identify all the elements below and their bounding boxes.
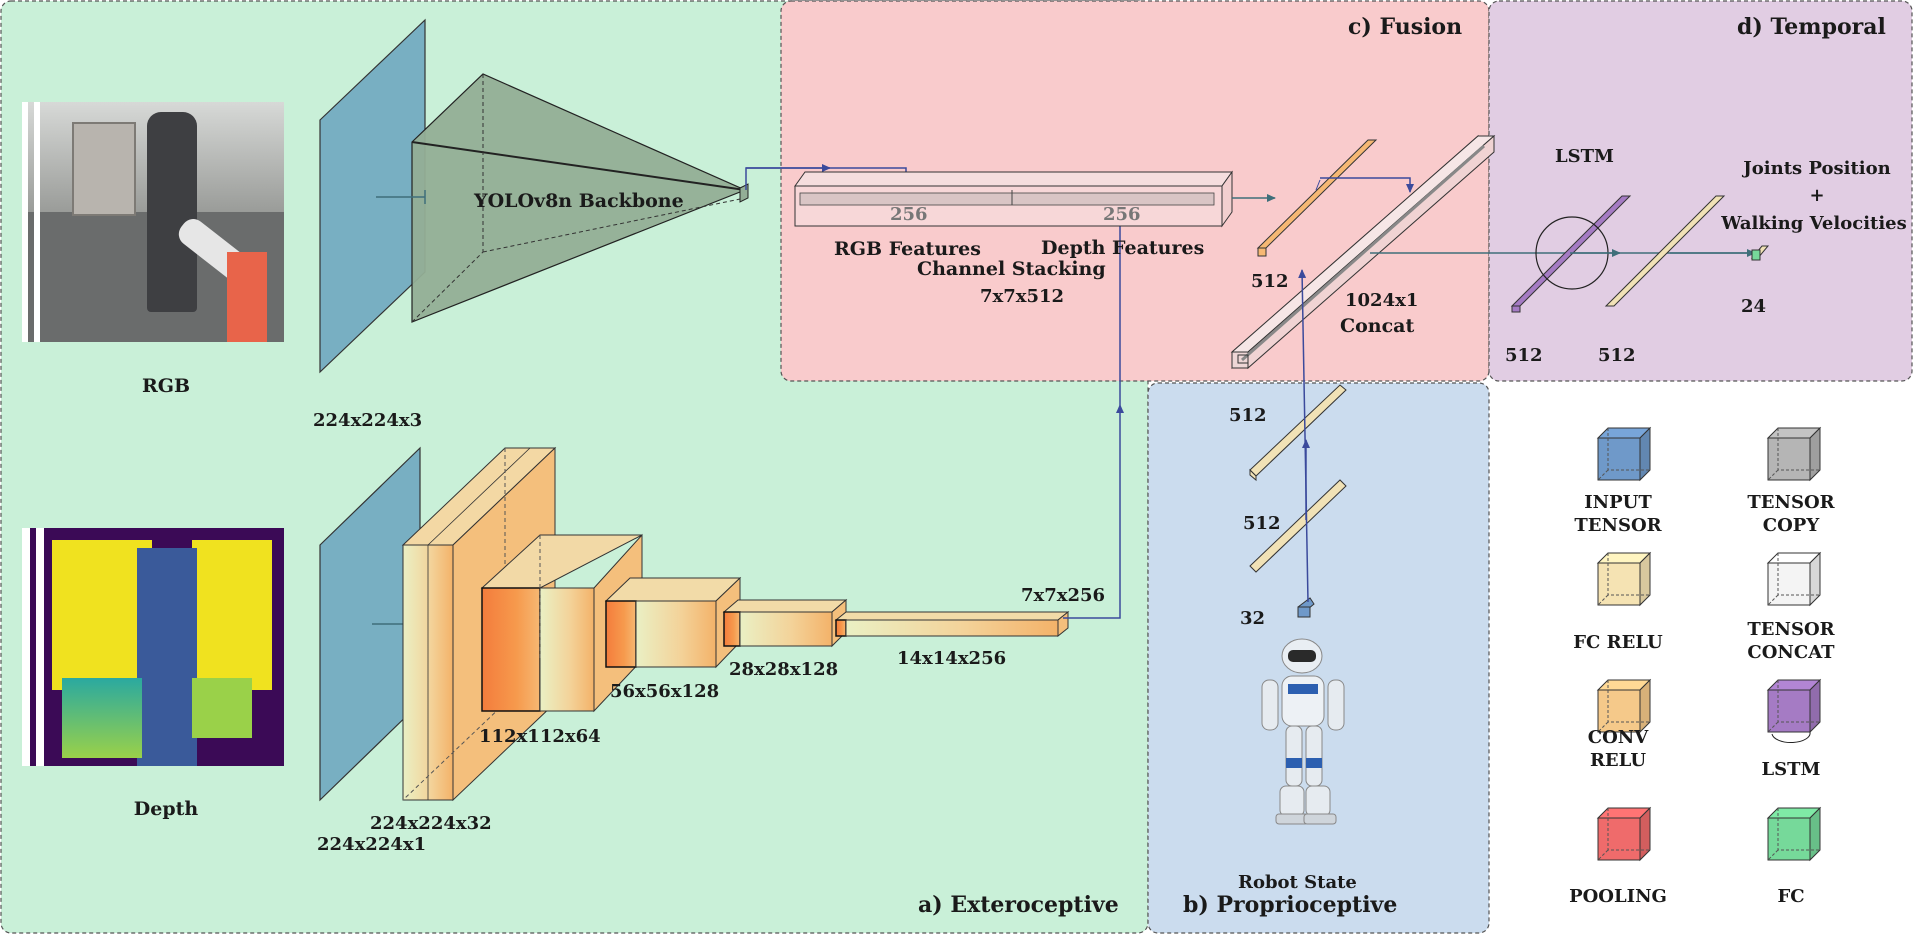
conv-dim-1: 224x224x32: [370, 813, 492, 834]
robot-state-label: Robot State: [1238, 872, 1357, 893]
legend-label-fc: FC: [1777, 886, 1805, 907]
legend-cube-6: [1596, 806, 1652, 862]
lstm-label: LSTM: [1555, 146, 1614, 167]
proprio-input-dim: 32: [1240, 608, 1266, 629]
depth-features-label: Depth Features: [1041, 237, 1205, 259]
legend-cube-7: [1766, 806, 1822, 862]
concat-label: Concat: [1340, 315, 1415, 337]
rgb-input-label: RGB: [141, 375, 191, 397]
depth-input-dim: 224x224x1: [317, 834, 427, 855]
conv-dim-2: 112x112x64: [479, 726, 601, 747]
rgb-input-dim: 224x224x3: [313, 410, 423, 431]
legend-cube-3: [1766, 551, 1822, 607]
conv-dim-5: 14x14x256: [897, 648, 1007, 669]
proprio-to-concat-arrow: [1298, 269, 1309, 603]
rgb-image: [22, 102, 284, 342]
conv-block-28: [722, 598, 848, 648]
depth-output-dim: 7x7x256: [1021, 585, 1106, 606]
legend-cube-0: [1596, 426, 1652, 482]
rgb-features-label: RGB Features: [834, 238, 981, 260]
legend-cube-4: [1596, 678, 1652, 734]
backbone-label: YOLOv8n Backbone: [474, 190, 684, 212]
fusion-fc-dim: 512: [1251, 271, 1289, 292]
output-dim: 24: [1741, 296, 1767, 317]
depth-channels-label: 256: [1103, 204, 1141, 225]
depth-to-fusion-arrow: [1063, 404, 1124, 619]
channel-stacking-dim: 7x7x512: [980, 286, 1065, 307]
section-title-exteroceptive: a) Exteroceptive: [918, 892, 1119, 918]
depth-input-label: Depth: [133, 798, 199, 820]
legend-cube-5: [1766, 678, 1822, 744]
output-label-line2: +: [1809, 185, 1825, 206]
section-title-temporal: d) Temporal: [1737, 14, 1886, 40]
proprio-fc1-dim: 512: [1229, 405, 1267, 426]
conv-block-14: [834, 610, 1070, 638]
output-label-line1: Joints Position: [1743, 158, 1891, 179]
lstm-dim: 512: [1505, 345, 1543, 366]
proprio-fc2: [1249, 479, 1347, 573]
proprio-fc2-dim: 512: [1243, 513, 1281, 534]
temporal-fc: [1604, 195, 1726, 307]
temporal-fc-dim: 512: [1598, 345, 1636, 366]
legend-cubes: [1596, 426, 1822, 862]
robot-image: [1261, 638, 1345, 825]
section-title-proprioceptive: b) Proprioceptive: [1183, 892, 1398, 918]
rgb-channels-label: 256: [890, 204, 928, 225]
legend-label-fc-relu: FC RELU: [1573, 632, 1663, 653]
legend-cube-2: [1596, 551, 1652, 607]
legend-label-lstm: LSTM: [1761, 759, 1821, 780]
channel-stacking-label: Channel Stacking: [917, 258, 1106, 280]
section-title-fusion: c) Fusion: [1348, 14, 1463, 40]
conv-dim-4: 28x28x128: [729, 659, 839, 680]
temporal-panel: [1488, 0, 1913, 382]
concat-tensor: [1230, 134, 1496, 370]
legend-cube-1: [1766, 426, 1822, 482]
channel-stacking-tensor: [794, 170, 1233, 228]
conv-block-56: [604, 576, 742, 669]
legend-label-pooling: POOLING: [1569, 886, 1667, 907]
output-label-line3: Walking Velocities: [1721, 213, 1907, 234]
conv-dim-3: 56x56x128: [610, 681, 720, 702]
depth-image: [22, 528, 284, 766]
concat-dim: 1024x1: [1345, 290, 1419, 311]
